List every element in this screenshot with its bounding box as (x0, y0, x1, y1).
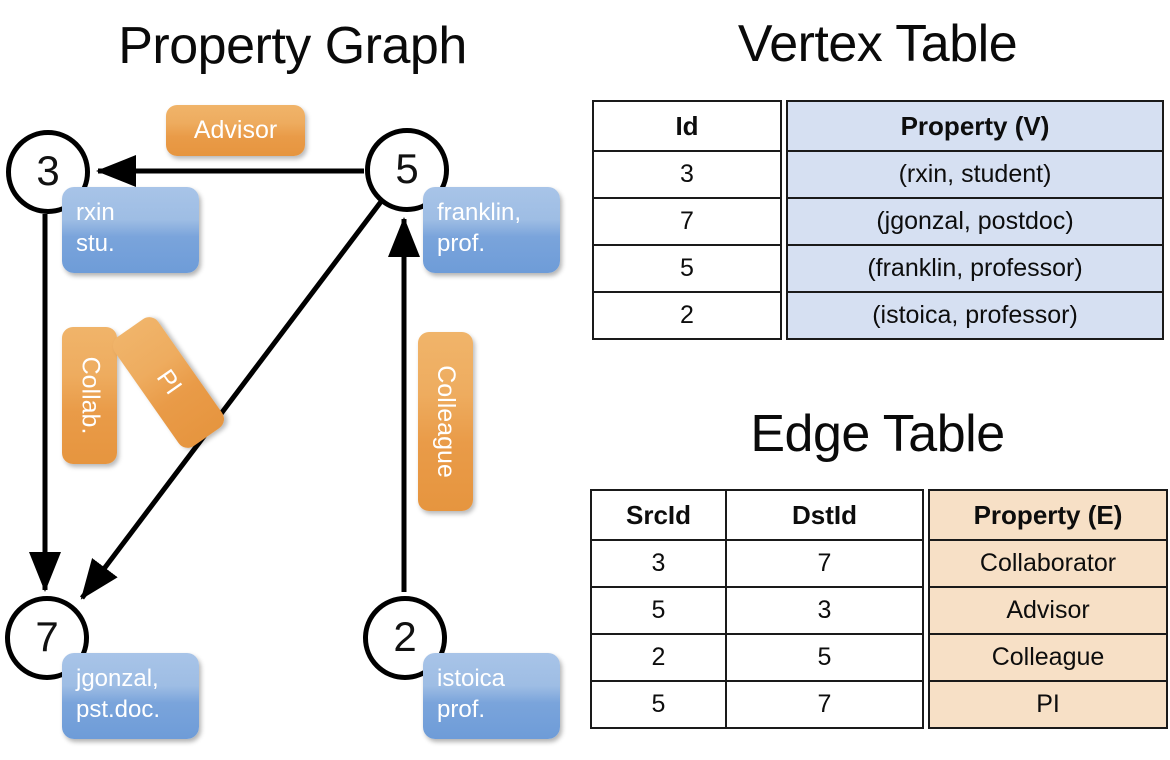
table-header-row: Id Property (V) (592, 100, 1164, 152)
edge-label-text: Collab. (76, 356, 105, 435)
cell-property: Collaborator (928, 539, 1168, 588)
node-property-box-2: istoica prof. (423, 653, 560, 739)
edge-label-colleague: Colleague (418, 332, 473, 511)
table-row: 7 (jgonzal, postdoc) (592, 197, 1164, 246)
cell-id: 7 (592, 197, 782, 246)
page-title-vertex-table: Vertex Table (737, 15, 1018, 73)
graph-node-2[interactable]: 2 (363, 596, 447, 680)
node-property-box-5: franklin, prof. (423, 187, 560, 273)
table-row: 2 5 Colleague (590, 633, 1168, 682)
table-row: 2 (istoica, professor) (592, 291, 1164, 340)
graph-node-5[interactable]: 5 (365, 128, 449, 212)
edge-label-collab: Collab. (62, 327, 117, 464)
edge-label-text: Advisor (193, 116, 278, 144)
cell-property: PI (928, 680, 1168, 729)
edge-label-text: PI (150, 364, 188, 400)
node-property-line2: prof. (437, 695, 486, 723)
cell-property: (rxin, student) (786, 150, 1164, 199)
cell-property: Advisor (928, 586, 1168, 635)
page-title-property-graph: Property Graph (118, 17, 467, 75)
node-property-line1: istoica (437, 665, 506, 692)
node-property-line2: prof. (437, 229, 486, 257)
table-row: 3 (rxin, student) (592, 150, 1164, 199)
cell-property: (jgonzal, postdoc) (786, 197, 1164, 246)
node-property-line1: franklin, (437, 199, 522, 226)
node-property-line1: jgonzal, (76, 665, 159, 692)
edge-label-text: Colleague (432, 365, 460, 478)
node-property-line2: pst.doc. (76, 695, 161, 723)
node-property-line2: stu. (76, 229, 115, 257)
node-property-box-7: jgonzal, pst.doc. (62, 653, 199, 739)
node-id-label: 2 (393, 613, 417, 660)
cell-srcid: 5 (590, 680, 727, 729)
cell-dstid: 7 (725, 539, 924, 588)
table-row: 5 7 PI (590, 680, 1168, 729)
cell-dstid: 3 (725, 586, 924, 635)
node-property-box-3: rxin stu. (62, 187, 199, 273)
cell-srcid: 5 (590, 586, 727, 635)
node-id-label: 7 (35, 613, 59, 660)
node-id-label: 5 (395, 145, 419, 192)
vertex-table: Id Property (V) 3 (rxin, student) 7 (jgo… (592, 100, 1164, 340)
column-header-property-v: Property (V) (786, 100, 1164, 152)
cell-id: 2 (592, 291, 782, 340)
cell-srcid: 2 (590, 633, 727, 682)
cell-srcid: 3 (590, 539, 727, 588)
graph-edges-svg (29, 155, 420, 600)
table-row: 5 (franklin, professor) (592, 244, 1164, 293)
node-property-line1: rxin (76, 199, 115, 226)
table-header-row: SrcId DstId Property (E) (590, 489, 1168, 541)
edge-table: SrcId DstId Property (E) 3 7 Collaborato… (590, 489, 1168, 729)
node-id-label: 3 (36, 147, 60, 194)
cell-property: Colleague (928, 633, 1168, 682)
cell-id: 3 (592, 150, 782, 199)
cell-dstid: 7 (725, 680, 924, 729)
column-header-id: Id (592, 100, 782, 152)
cell-property: (istoica, professor) (786, 291, 1164, 340)
property-graph-diagram: 3 5 7 2 rxin stu. franklin, prof. jgonza… (5, 105, 560, 739)
table-row: 5 3 Advisor (590, 586, 1168, 635)
cell-id: 5 (592, 244, 782, 293)
edge-line-pi (80, 197, 385, 600)
table-row: 3 7 Collaborator (590, 539, 1168, 588)
edge-label-advisor: Advisor (166, 105, 305, 156)
column-header-dstid: DstId (725, 489, 924, 541)
column-header-srcid: SrcId (590, 489, 727, 541)
column-header-property-e: Property (E) (928, 489, 1168, 541)
cell-property: (franklin, professor) (786, 244, 1164, 293)
cell-dstid: 5 (725, 633, 924, 682)
page-title-edge-table: Edge Table (750, 405, 1005, 463)
